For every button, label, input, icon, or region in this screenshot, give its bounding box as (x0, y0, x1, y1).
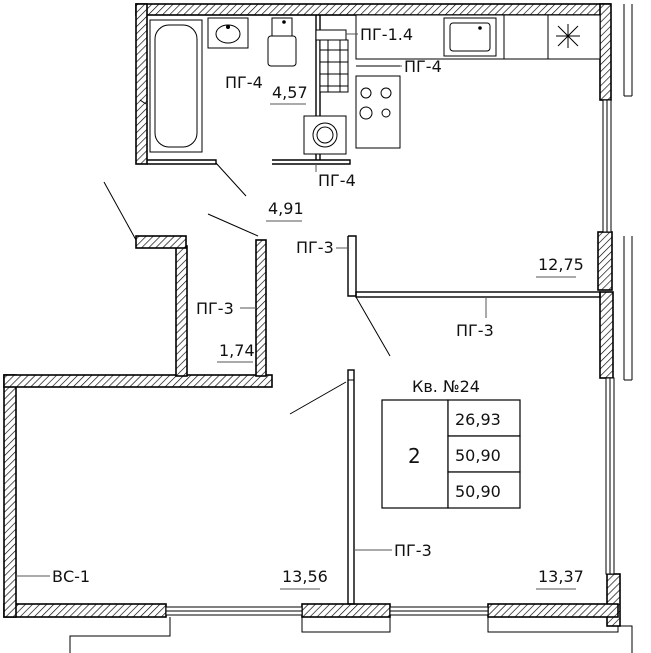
bathroom-fixtures (139, 17, 349, 155)
mark-pg-4-kitchen: ПГ-4 (404, 57, 442, 76)
area-room-right: 13,37 (538, 567, 584, 586)
doors (103, 162, 391, 415)
mark-pg-3-kitchen: ПГ-3 (456, 321, 494, 340)
wall-storage-left (175, 245, 188, 377)
shelf-unit (319, 39, 349, 93)
area-bathroom: 4,57 (272, 83, 308, 102)
area-hallway: 4,91 (268, 199, 304, 218)
area-labels: 4,57 4,91 1,74 12,75 13,56 13,37 (217, 83, 584, 590)
wall-bottom-mid (301, 603, 391, 618)
apartment-title: Кв. №24 (412, 377, 480, 396)
info-living-cell (447, 399, 521, 437)
wall-right-top (599, 3, 612, 101)
wall-bottom-right (487, 603, 619, 618)
total-area-2: 50,90 (455, 482, 501, 501)
total-area: 50,90 (455, 446, 501, 465)
partition-rooms (347, 369, 355, 605)
area-kitchen: 12,75 (538, 255, 584, 274)
apartment-info: Кв. №24 2 26,93 50,90 50,90 (381, 377, 521, 509)
wall-right-col2 (599, 291, 614, 379)
mark-pg-3-storage: ПГ-3 (196, 299, 234, 318)
info-total2-cell (447, 471, 521, 509)
wall-top (135, 3, 611, 16)
mark-bs-1: ВС-1 (52, 567, 90, 586)
mark-pg-3-room: ПГ-3 (394, 541, 432, 560)
kitchen-fixtures (355, 14, 601, 149)
info-total-cell (447, 435, 521, 473)
area-room-left: 13,56 (282, 567, 328, 586)
mark-pg-14: ПГ-1.4 (360, 25, 413, 44)
wall-room-top (3, 374, 273, 388)
wall-bath-left (135, 3, 148, 165)
living-area: 26,93 (455, 410, 501, 429)
exterior-walls (3, 3, 621, 627)
mark-labels: ПГ-1.4 ПГ-4 ПГ-4 ПГ-4 ПГ-3 ПГ-3 ПГ-3 ПГ-… (16, 25, 494, 586)
area-storage: 1,74 (219, 341, 255, 360)
wall-room-left (3, 374, 17, 618)
rooms-count: 2 (408, 444, 421, 468)
wall-pier (135, 235, 187, 249)
wall-bottom-left (3, 603, 167, 618)
wall-right-col (597, 231, 613, 291)
mark-pg-4-bath: ПГ-4 (225, 73, 263, 92)
mark-pg-3-hall: ПГ-3 (296, 238, 334, 257)
mark-pg-4-hall: ПГ-4 (318, 171, 356, 190)
wall-right-bottom (606, 573, 621, 627)
hood-icon (556, 24, 580, 48)
toilet (267, 35, 297, 67)
info-rooms-cell (381, 399, 449, 509)
windows (69, 4, 633, 653)
partition-kitchen-room (355, 291, 601, 298)
wall-storage-right (255, 239, 267, 377)
